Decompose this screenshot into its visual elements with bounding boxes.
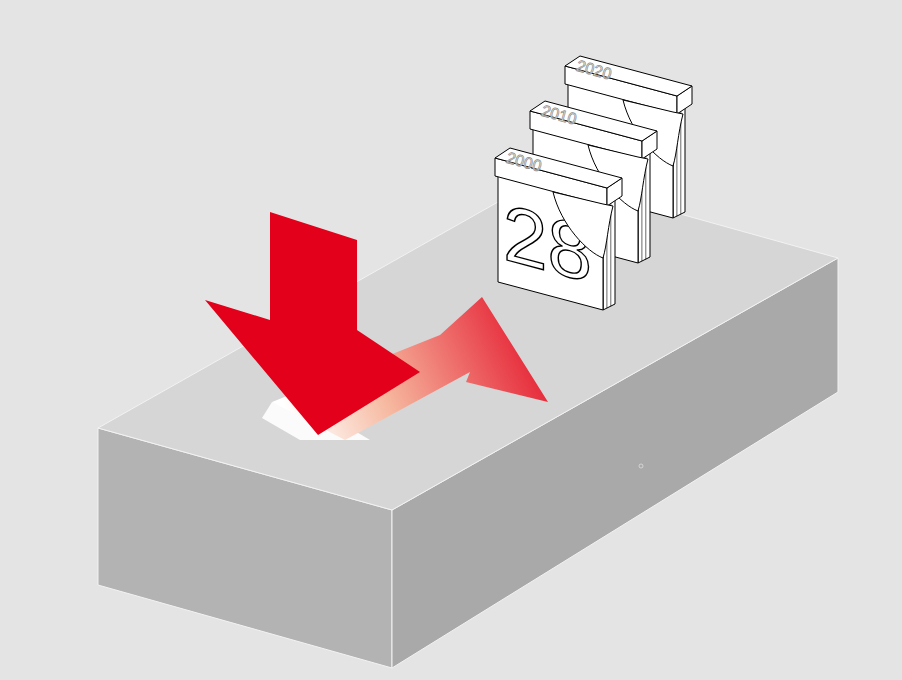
tear-off-calendar: 200028 xyxy=(495,140,625,320)
page-curl-layer xyxy=(495,140,625,320)
red-down-arrow xyxy=(205,212,420,435)
page-curl xyxy=(588,145,648,211)
box-top-face xyxy=(98,176,838,510)
header-top xyxy=(565,56,692,96)
page-curl xyxy=(623,100,683,166)
page-curl xyxy=(553,192,613,258)
small-mark xyxy=(639,464,643,468)
